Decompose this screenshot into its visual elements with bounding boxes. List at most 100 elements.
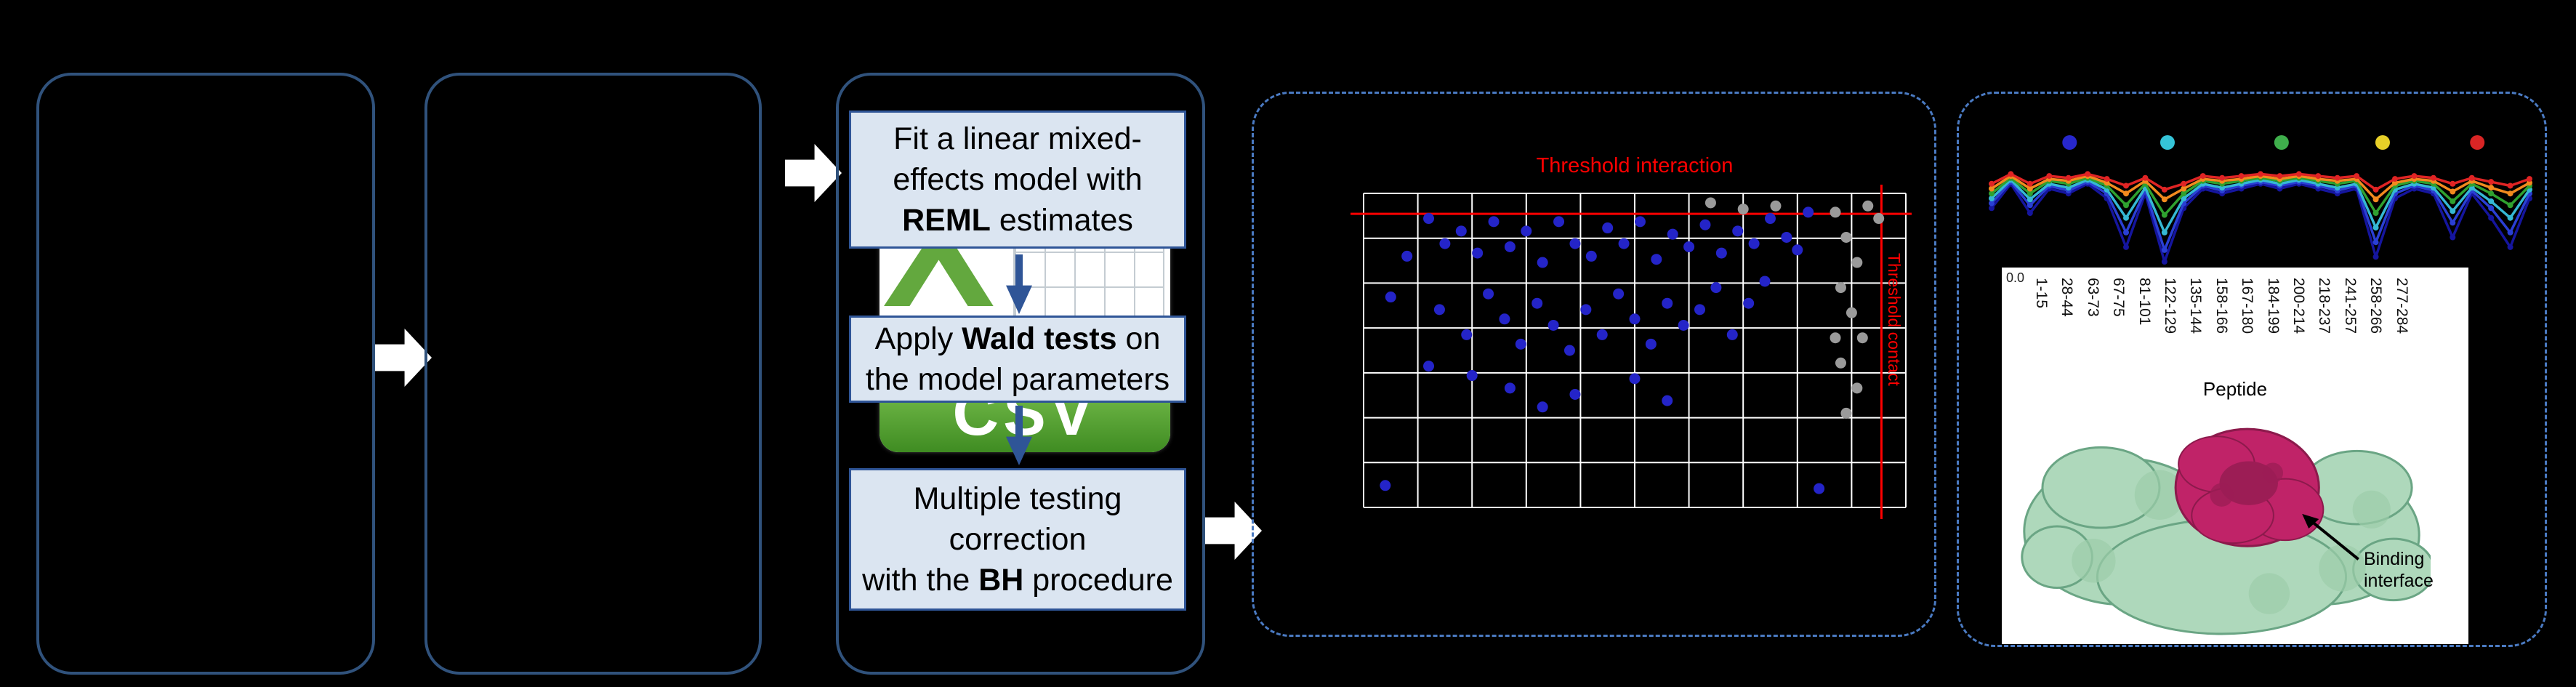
profile-point xyxy=(2488,179,2495,185)
scatter-point xyxy=(1715,247,1727,259)
profile-point xyxy=(2026,202,2033,209)
step-text-bold: REML xyxy=(902,203,991,238)
scatter-point xyxy=(1851,257,1863,268)
profile-point xyxy=(2507,190,2513,197)
flow-arrow-1 xyxy=(375,329,432,387)
peptide-tick-label: 122-129 xyxy=(2162,278,2178,334)
profile-point xyxy=(2527,176,2532,182)
profile-point xyxy=(2026,210,2033,216)
scatter-point xyxy=(1380,480,1391,491)
scatter-point xyxy=(1618,238,1630,249)
binding-annotation-arrow xyxy=(2302,513,2359,561)
scatter-point xyxy=(1645,338,1657,350)
step-text: Multiple testing xyxy=(851,478,1184,519)
uptake-profiles-chart xyxy=(1989,135,2532,265)
profile-point xyxy=(2026,196,2033,203)
profile-point xyxy=(2219,174,2226,181)
peptide-tick-label: 63-73 xyxy=(2084,278,2101,317)
profile-point xyxy=(2334,174,2340,181)
step-text-segment: Multiple testing xyxy=(913,481,1122,516)
profile-point xyxy=(2450,180,2456,187)
profile-point xyxy=(2161,229,2168,236)
profile-point xyxy=(2488,205,2495,212)
step-text-segment: Fit a linear mixed- xyxy=(893,121,1142,156)
protein-structure xyxy=(2021,427,2431,635)
profile-point xyxy=(2277,173,2283,180)
step-text-bold: BH xyxy=(978,563,1024,598)
profile-point xyxy=(2411,173,2418,180)
profile-point xyxy=(2142,174,2149,181)
scatter-point xyxy=(1759,276,1771,287)
scatter-point xyxy=(1602,222,1614,234)
scatter-point xyxy=(1504,241,1516,252)
profile-point xyxy=(2161,186,2168,193)
profile-point xyxy=(1989,205,1995,212)
scatter-point xyxy=(1585,250,1597,262)
scatter-point xyxy=(1830,332,1841,344)
peptide-tick-label: 158-166 xyxy=(2213,278,2230,334)
scatter-point xyxy=(1488,216,1500,228)
scatter-point xyxy=(1732,225,1744,237)
condition-dot-green xyxy=(2274,135,2289,150)
scatter-point xyxy=(1629,313,1641,325)
step-text: Fit a linear mixed- xyxy=(851,118,1184,159)
scatter-point xyxy=(1439,238,1451,249)
profile-point xyxy=(2372,254,2379,260)
csv-panel: X CSV xyxy=(424,73,1170,675)
scatter-point xyxy=(1569,388,1581,400)
step-text-segment: on xyxy=(1116,321,1161,356)
peptide-tick-label: 277-284 xyxy=(2393,278,2410,334)
profile-point xyxy=(2026,185,2033,192)
scatter-point xyxy=(1563,345,1575,356)
profile-point xyxy=(2450,198,2456,204)
profile-point xyxy=(2295,171,2302,177)
scatter-point xyxy=(1401,250,1413,262)
profile-point xyxy=(2507,229,2513,236)
scatter-point xyxy=(1862,200,1874,212)
scatter-point xyxy=(1704,197,1716,209)
scatter-plot xyxy=(1351,185,1912,519)
peptide-tick-label: 258-266 xyxy=(2367,278,2385,334)
profile-point xyxy=(2450,220,2456,226)
step-text-segment: estimates xyxy=(990,203,1133,238)
profile-point xyxy=(2372,225,2379,231)
x-axis-title: Peptide xyxy=(2202,378,2268,400)
profile-point xyxy=(2161,246,2168,253)
model-panel xyxy=(836,73,1205,675)
results-panel xyxy=(1957,92,2547,647)
scatter-point xyxy=(1840,407,1852,419)
profile-point xyxy=(2181,180,2187,187)
scatter-point xyxy=(1537,257,1548,268)
step-text-segment: effects model with xyxy=(893,162,1143,197)
scatter-point xyxy=(1461,329,1473,340)
scatter-point xyxy=(1765,213,1776,225)
profile-point xyxy=(2372,210,2379,216)
profile-point xyxy=(2123,229,2129,236)
profile-point xyxy=(2488,198,2495,204)
profile-point xyxy=(2123,182,2129,189)
scatter-point xyxy=(1846,307,1857,318)
scatter-point xyxy=(1662,297,1673,309)
scatter-point xyxy=(1515,338,1526,350)
scatter-point xyxy=(1737,204,1749,215)
profile-point xyxy=(2372,196,2379,203)
step-text-segment: Apply xyxy=(874,321,962,356)
step-text: REML estimates xyxy=(851,200,1184,241)
peptide-tick-label: 67-75 xyxy=(2110,278,2128,317)
profile-point xyxy=(2123,190,2129,197)
binding-site-surface xyxy=(2174,427,2325,547)
condition-dot-blue xyxy=(2062,135,2077,150)
scatter-point xyxy=(1547,319,1559,331)
profile-point xyxy=(2468,174,2475,181)
peptide-tick-label: 184-199 xyxy=(2264,278,2282,334)
profile-point xyxy=(2507,244,2513,250)
step-text: correction xyxy=(851,519,1184,560)
y-axis-tick: 0.0 xyxy=(2006,270,2025,285)
scatter-point xyxy=(1553,216,1565,228)
scatter-point xyxy=(1662,395,1673,406)
profile-point xyxy=(2372,186,2379,193)
scatter-point xyxy=(1613,288,1625,300)
step-wald-tests: Apply Wald tests on the model parameters xyxy=(849,316,1186,403)
scatter-point xyxy=(1596,329,1608,340)
